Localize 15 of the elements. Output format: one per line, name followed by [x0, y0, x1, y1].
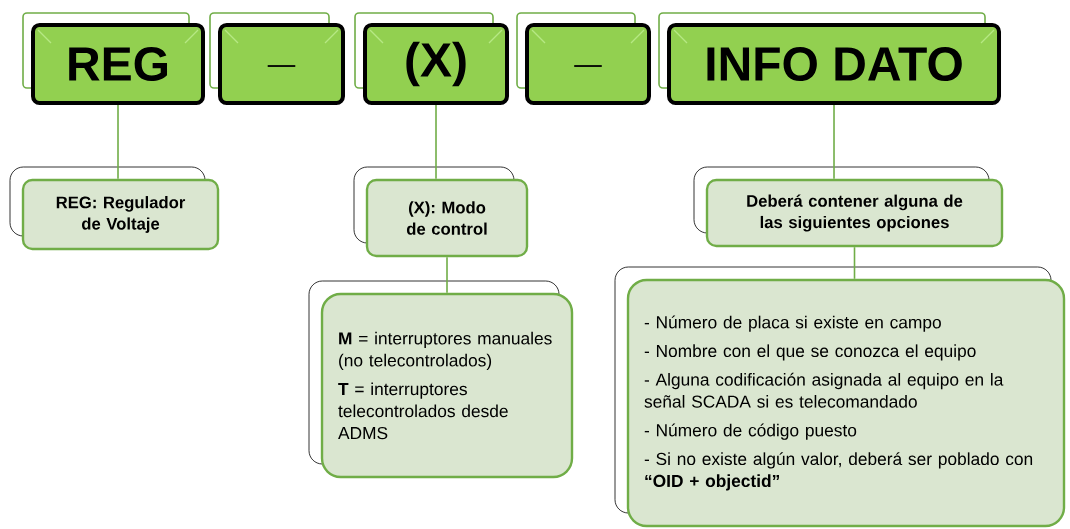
code-segment-box: _	[516, 12, 651, 105]
code-segment-box: _	[209, 12, 345, 105]
connector-line	[435, 104, 437, 180]
options-box: - Número de placa si existe en campo - Nombre con el que se conozca el equipo - Alguna codificación asignada al equipo en la señal SCADA si es telecomandado - Número de código puesto - Si no existe algún valor, deberá ser poblado con “OID + objectid”	[614, 266, 1066, 528]
code-segment-box: (X)	[354, 12, 509, 105]
connector-line	[833, 104, 835, 180]
code-segment-box: INFO DATO	[658, 12, 1001, 105]
description-box: (X): Modo de control	[353, 166, 529, 258]
connector-line	[446, 256, 448, 294]
connector-line	[117, 104, 119, 180]
description-box: Deberá contener alguna de las siguientes opciones	[693, 166, 1004, 248]
code-segment-box: REG	[22, 12, 205, 105]
connector-line	[853, 246, 856, 280]
options-box: M = interruptores manuales (no telecontrolados) T = interruptores telecontrolados desde ADMS	[308, 280, 574, 479]
description-box: REG: Regulador de Voltaje	[9, 166, 220, 251]
